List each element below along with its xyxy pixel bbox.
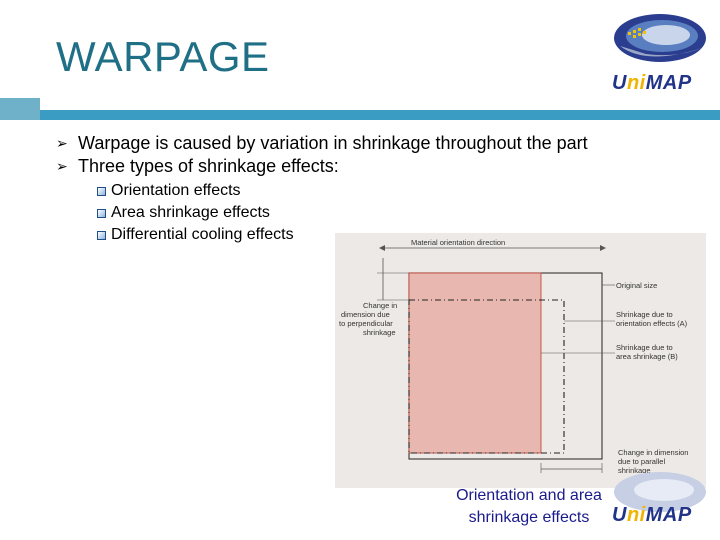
label-perp-1: Change in	[363, 301, 397, 310]
unimap-logo-emblem-bottom	[614, 472, 706, 512]
logo-letters-ni: ni	[626, 504, 646, 526]
caption-line-2: shrinkage effects	[468, 509, 590, 526]
label-original-size: Original size	[616, 281, 657, 290]
shrunk-part	[408, 272, 542, 454]
label-area-shrink-1: Shrinkage due to	[616, 343, 673, 352]
bullet-list: ➢ Warpage is caused by variation in shri…	[56, 132, 588, 246]
unimap-logo-text: UniMAP	[612, 72, 692, 95]
label-perp-3: to perpendicular	[339, 319, 393, 328]
shrinkage-diagram: Material orientation direction Original …	[335, 233, 706, 488]
caption-line-1: Orientation and area	[456, 487, 602, 504]
label-area-shrink-2: area shrinkage (B)	[616, 352, 678, 361]
unimap-logo-emblem	[614, 14, 706, 62]
label-perp-4: shrinkage	[363, 328, 396, 337]
header-bar	[40, 110, 720, 120]
square-bullet-icon	[97, 186, 106, 196]
figure-caption: Orientation and area shrinkage effects	[440, 485, 618, 529]
bullet-item: ➢ Warpage is caused by variation in shri…	[56, 132, 588, 155]
label-perp-2: dimension due	[341, 310, 390, 319]
logo-letter-u: U	[612, 504, 627, 526]
sub-bullet-text: Orientation effects	[111, 182, 241, 199]
unimap-logo-text-bottom: UniMAP	[612, 504, 692, 527]
logo-letters-map: MAP	[645, 72, 692, 94]
diagram-top-label: Material orientation direction	[411, 238, 505, 247]
square-bullet-icon	[97, 230, 106, 240]
sub-bullet-list: Orientation effects Area shrinkage effec…	[97, 180, 588, 246]
sub-bullet-item: Differential cooling effects	[97, 224, 588, 246]
bullet-item: ➢ Three types of shrinkage effects:	[56, 155, 588, 178]
label-parallel-1: Change in dimension	[618, 448, 688, 457]
sub-bullet-item: Area shrinkage effects	[97, 202, 588, 224]
sub-bullet-text: Differential cooling effects	[111, 226, 294, 243]
label-orientation-shrink-2: orientation effects (A)	[616, 319, 688, 328]
bullet-text: Warpage is caused by variation in shrink…	[78, 133, 588, 153]
sub-bullet-item: Orientation effects	[97, 180, 588, 202]
sub-bullet-text: Area shrinkage effects	[111, 204, 270, 221]
logo-letters-map: MAP	[645, 504, 692, 526]
slide-title: WARPAGE	[56, 33, 270, 80]
square-bullet-icon	[97, 208, 106, 218]
arrow-bullet-icon: ➢	[56, 135, 68, 151]
header-bar-accent	[0, 98, 40, 120]
arrow-bullet-icon: ➢	[56, 158, 68, 174]
label-parallel-2: due to parallel	[618, 457, 665, 466]
bullet-text: Three types of shrinkage effects:	[78, 156, 339, 176]
label-parallel-3: shrinkage	[618, 466, 651, 475]
logo-letter-u: U	[612, 72, 627, 94]
logo-letters-ni: ni	[626, 72, 646, 94]
label-orientation-shrink-1: Shrinkage due to	[616, 310, 673, 319]
